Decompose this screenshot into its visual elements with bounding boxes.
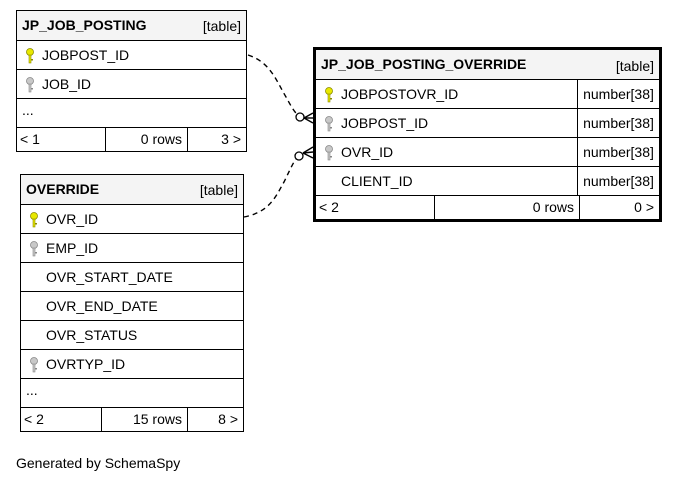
- column-row[interactable]: EMP_ID: [21, 233, 243, 262]
- foreign-key-icon: [325, 145, 333, 161]
- primary-key-icon: [26, 48, 34, 64]
- column-type: number[38]: [577, 80, 659, 108]
- parents-count[interactable]: < 1: [20, 131, 40, 147]
- table-header: JP_JOB_POSTING_OVERRIDE [table]: [316, 50, 659, 79]
- crowfoot-ovr-id: [294, 146, 314, 161]
- generated-by-caption: Generated by SchemaSpy: [16, 455, 181, 471]
- column-name: OVR_STATUS: [46, 327, 138, 343]
- table-footer: < 2 0 rows 0 >: [316, 195, 659, 219]
- more-columns: ...: [21, 378, 243, 407]
- primary-key-icon: [30, 212, 38, 228]
- children-count[interactable]: 8 >: [187, 408, 243, 431]
- table-footer: < 2 15 rows 8 >: [21, 407, 243, 431]
- edge-ovr-id: [243, 156, 299, 218]
- table-name[interactable]: JP_JOB_POSTING_OVERRIDE: [321, 56, 527, 72]
- table-header: JP_JOB_POSTING [table]: [17, 11, 246, 40]
- edge-jobpost-id: [247, 54, 302, 118]
- foreign-key-icon: [30, 357, 38, 373]
- row-count: 0 rows: [105, 128, 187, 151]
- column-row[interactable]: JOBPOSTOVR_ID number[38]: [316, 79, 659, 108]
- foreign-key-icon: [26, 77, 34, 93]
- table-header: OVERRIDE [table]: [21, 175, 243, 204]
- column-name: OVRTYP_ID: [46, 356, 126, 372]
- column-name: JOBPOST_ID: [341, 115, 429, 131]
- column-name: JOBPOST_ID: [42, 47, 130, 63]
- column-name: EMP_ID: [46, 240, 99, 256]
- column-name: OVR_ID: [341, 144, 394, 160]
- more-columns: ...: [17, 98, 246, 127]
- table-name[interactable]: OVERRIDE: [26, 181, 100, 197]
- row-count: 15 rows: [101, 408, 187, 431]
- column-row[interactable]: JOBPOST_ID number[38]: [316, 108, 659, 137]
- table-kind: [table]: [199, 182, 238, 198]
- column-row[interactable]: OVR_STATUS: [21, 320, 243, 349]
- column-row[interactable]: OVR_ID: [21, 204, 243, 233]
- table-kind: [table]: [202, 18, 241, 34]
- column-name: JOB_ID: [42, 76, 92, 92]
- column-row[interactable]: JOB_ID: [17, 69, 246, 98]
- row-count: 0 rows: [434, 196, 579, 219]
- column-row[interactable]: CLIENT_ID number[38]: [316, 166, 659, 195]
- parents-count[interactable]: < 2: [24, 411, 44, 427]
- table-jp-job-posting-override[interactable]: JP_JOB_POSTING_OVERRIDE [table] JOBPOSTO…: [313, 47, 662, 222]
- parents-count[interactable]: < 2: [319, 199, 339, 215]
- table-name[interactable]: JP_JOB_POSTING: [22, 17, 147, 33]
- column-name: OVR_ID: [46, 211, 99, 227]
- column-type: number[38]: [577, 109, 659, 137]
- column-name: OVR_START_DATE: [46, 269, 173, 285]
- column-row[interactable]: OVR_START_DATE: [21, 262, 243, 291]
- column-type: number[38]: [577, 138, 659, 166]
- foreign-key-icon: [325, 116, 333, 132]
- column-row[interactable]: JOBPOST_ID: [17, 40, 246, 69]
- column-name: CLIENT_ID: [341, 173, 413, 189]
- table-jp-job-posting[interactable]: JP_JOB_POSTING [table] JOBPOST_ID JOB_ID…: [16, 10, 247, 152]
- column-type: number[38]: [577, 167, 659, 195]
- primary-key-icon: [325, 87, 333, 103]
- table-override[interactable]: OVERRIDE [table] OVR_ID EMP_ID OVR_START…: [20, 174, 244, 432]
- table-kind: [table]: [615, 58, 654, 74]
- column-row[interactable]: OVR_END_DATE: [21, 291, 243, 320]
- table-footer: < 1 0 rows 3 >: [17, 127, 246, 151]
- crowfoot-jobpost-id: [295, 112, 314, 124]
- column-row[interactable]: OVRTYP_ID: [21, 349, 243, 378]
- children-count[interactable]: 3 >: [187, 128, 246, 151]
- children-count[interactable]: 0 >: [579, 196, 659, 219]
- foreign-key-icon: [30, 241, 38, 257]
- column-name: JOBPOSTOVR_ID: [341, 86, 459, 102]
- column-row[interactable]: OVR_ID number[38]: [316, 137, 659, 166]
- column-name: OVR_END_DATE: [46, 298, 158, 314]
